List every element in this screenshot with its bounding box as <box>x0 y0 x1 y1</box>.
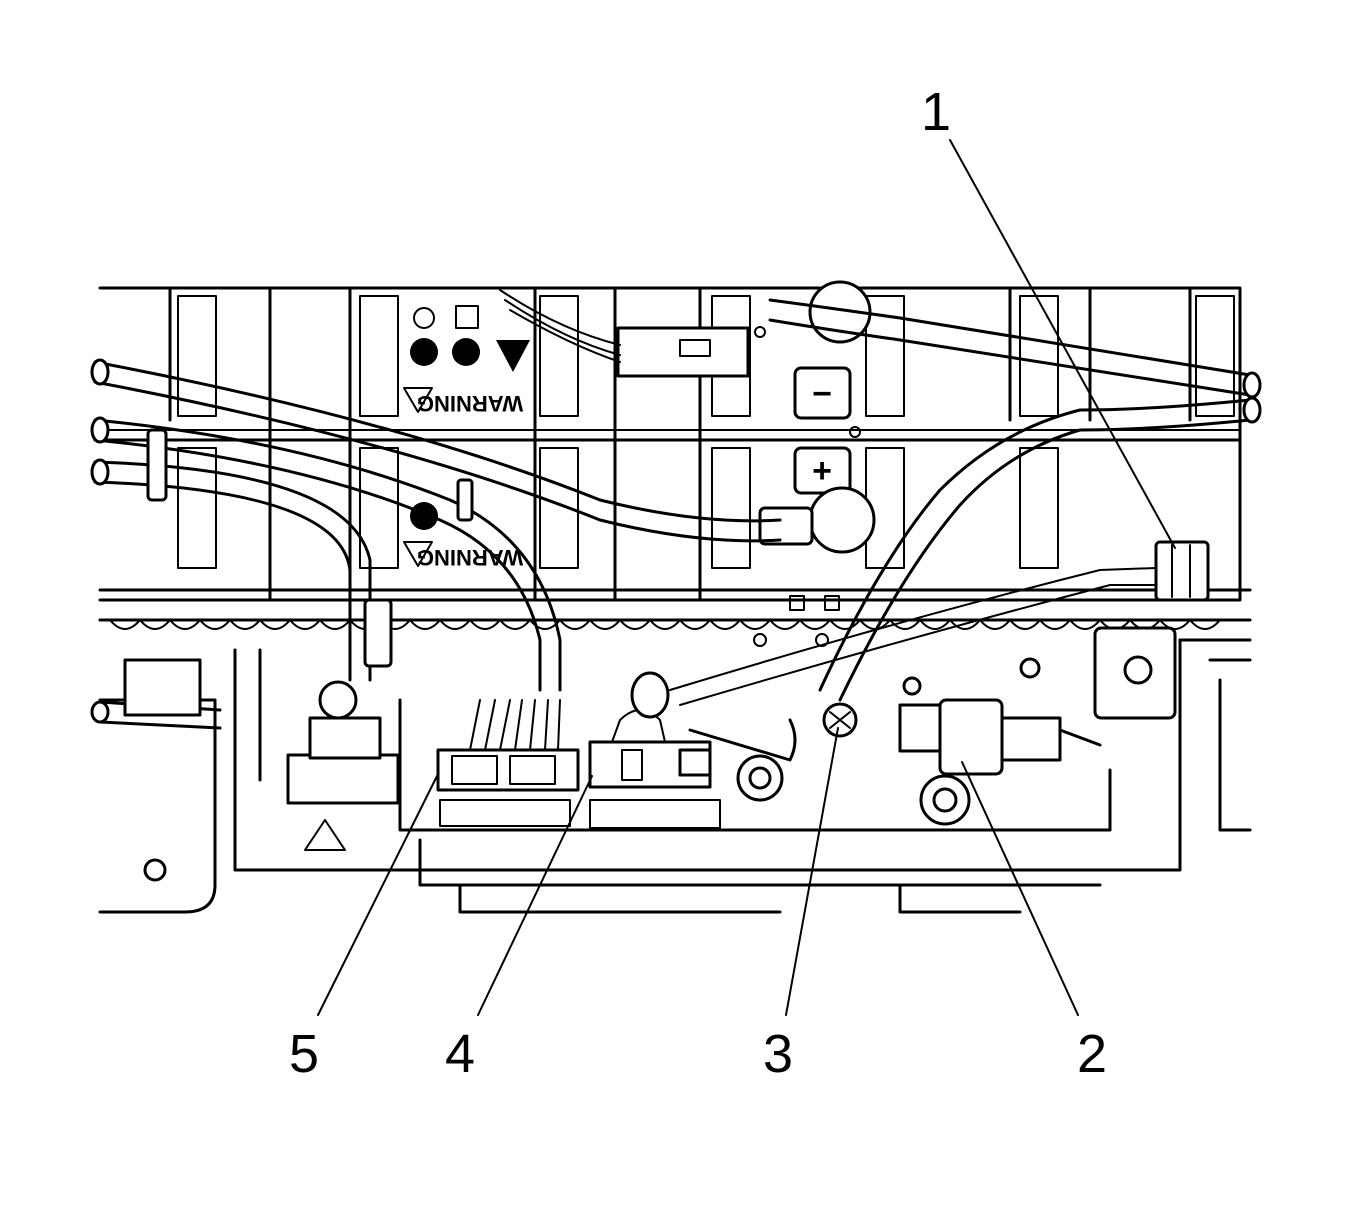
leader-4 <box>477 775 593 1016</box>
connector-4 <box>588 671 721 829</box>
callout-numbers: 1 2 3 4 5 <box>289 82 1107 1084</box>
callout-3: 3 <box>763 1024 793 1084</box>
warning-text-lower: WARNING <box>417 545 523 570</box>
terminal-positive: + <box>758 446 876 554</box>
lower-tray <box>98 626 1252 914</box>
ground-fastener-3 <box>688 702 858 802</box>
terminal-positive-label: + <box>812 452 832 490</box>
leader-5 <box>317 773 439 1016</box>
small-hardware <box>146 326 861 668</box>
connector-2 <box>898 657 1102 826</box>
callout-leaders <box>317 139 1176 1016</box>
cell-windows-upper <box>177 295 1235 417</box>
warning-text-upper: WARNING <box>417 391 523 416</box>
terminal-negative-label: − <box>812 375 832 413</box>
leader-1 <box>949 139 1176 549</box>
battery-module-stack <box>98 286 1252 630</box>
callout-4: 4 <box>445 1024 475 1084</box>
leader-2 <box>961 761 1079 1016</box>
warning-label-upper: WARNING <box>403 305 530 416</box>
harness-cables <box>90 298 1262 730</box>
connector-5 <box>436 699 580 827</box>
callout-2: 2 <box>1077 1024 1107 1084</box>
sensor-connector <box>669 540 1210 706</box>
cell-dividers <box>168 286 1192 602</box>
callout-1: 1 <box>921 82 951 142</box>
module-rail <box>98 618 1252 630</box>
leader-3 <box>785 727 839 1016</box>
upper-harness-connector <box>499 289 750 378</box>
callout-5: 5 <box>289 1024 319 1084</box>
terminal-negative: − <box>793 280 872 420</box>
